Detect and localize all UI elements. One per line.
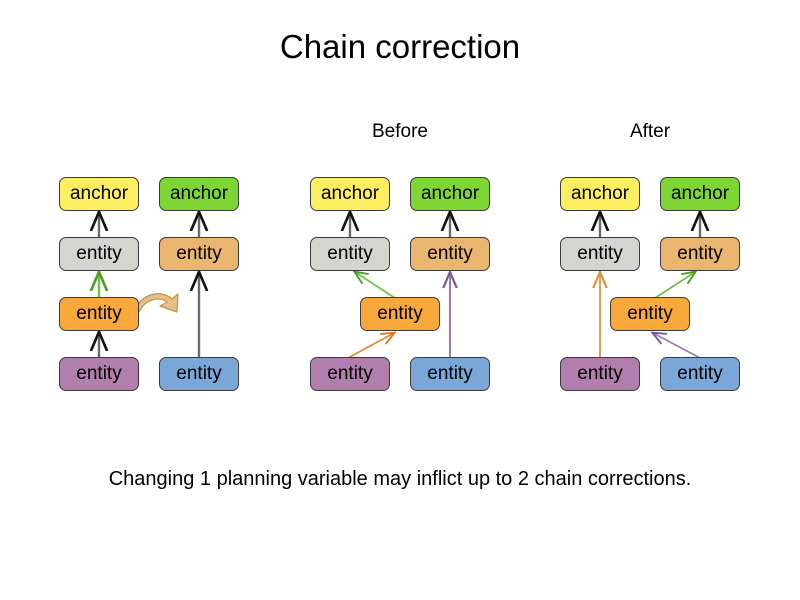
node-entity-orange[interactable]: entity (610, 297, 690, 331)
node-entity-grey[interactable]: entity (59, 237, 139, 271)
node-entity-orange[interactable]: entity (59, 297, 139, 331)
node-entity-purple[interactable]: entity (59, 357, 139, 391)
slide-caption: Changing 1 planning variable may inflict… (108, 468, 692, 490)
node-entity-blue[interactable]: entity (410, 357, 490, 391)
node-entity-grey[interactable]: entity (560, 237, 640, 271)
node-anchor-green[interactable]: anchor (410, 177, 490, 211)
node-anchor-green[interactable]: anchor (159, 177, 239, 211)
node-anchor-green[interactable]: anchor (660, 177, 740, 211)
edge-entity-orange-to-entity-tan (651, 272, 695, 301)
node-entity-tan[interactable]: entity (159, 237, 239, 271)
node-anchor-yellow[interactable]: anchor (560, 177, 640, 211)
node-anchor-yellow[interactable]: anchor (59, 177, 139, 211)
edge-entity-orange-to-entity-grey (355, 272, 399, 301)
node-entity-purple[interactable]: entity (310, 357, 390, 391)
node-entity-tan[interactable]: entity (660, 237, 740, 271)
edge-entity-purple-to-entity-orange (347, 333, 394, 359)
curved-move-arrow (134, 293, 179, 313)
panel-label-after: After (629, 121, 671, 142)
edge-entity-blue-to-entity-orange (653, 333, 701, 359)
node-entity-grey[interactable]: entity (310, 237, 390, 271)
node-entity-blue[interactable]: entity (660, 357, 740, 391)
node-entity-purple[interactable]: entity (560, 357, 640, 391)
node-entity-blue[interactable]: entity (159, 357, 239, 391)
node-anchor-yellow[interactable]: anchor (310, 177, 390, 211)
page-title: Chain correction (279, 28, 521, 65)
node-entity-tan[interactable]: entity (410, 237, 490, 271)
panel-label-before: Before (372, 121, 428, 142)
node-entity-orange[interactable]: entity (360, 297, 440, 331)
